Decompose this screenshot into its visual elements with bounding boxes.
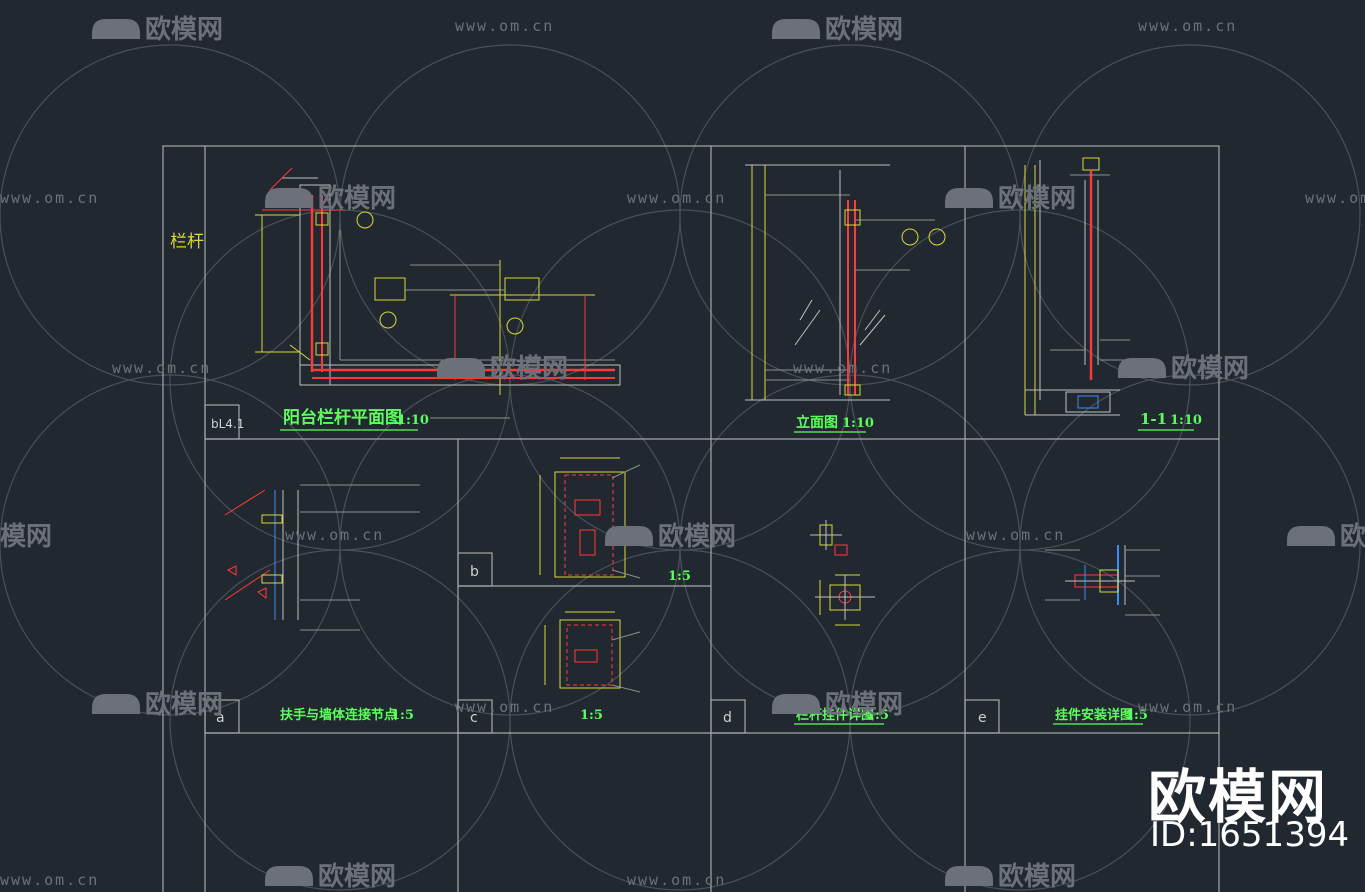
watermark-layer: 欧模网 www.om.cn 欧模网 www.om.cn www.om.cn 欧模… xyxy=(0,14,1365,892)
sofa-logo-icon xyxy=(265,188,313,208)
watermark-brand-7: 模网 xyxy=(0,522,52,552)
detail-d-drawing xyxy=(810,520,875,626)
watermark-brand-6: 欧模网 xyxy=(1118,353,1249,384)
sofa-logo-icon xyxy=(92,19,140,39)
watermark-url-10: www.om.cn xyxy=(455,698,554,716)
watermark-url-2: www.om.cn xyxy=(1138,17,1237,35)
svg-text:欧模网: 欧模网 xyxy=(318,183,396,214)
svg-text:欧模网: 欧模网 xyxy=(998,183,1076,214)
watermark-url-12: www.om.cn xyxy=(0,871,99,889)
detail-b-drawing xyxy=(539,457,641,579)
watermark-url-1: www.om.cn xyxy=(455,17,554,35)
watermark-url-11: www.om.cn xyxy=(1138,698,1237,716)
sheet-frame xyxy=(162,145,1220,892)
watermark-brand-10: 欧模网 xyxy=(92,689,223,720)
detail-d-tag: d xyxy=(723,710,732,726)
watermark-url-4: www.om.cn xyxy=(627,189,726,207)
sofa-logo-icon xyxy=(437,358,485,378)
watermark-brand-12: 欧模网 xyxy=(265,861,396,892)
sofa-logo-icon xyxy=(265,866,313,886)
detail-b-tag: b xyxy=(470,564,479,580)
elevation-scale: 1:10 xyxy=(842,416,874,431)
svg-text:欧模网: 欧模网 xyxy=(825,14,903,45)
detail-c-drawing xyxy=(544,611,641,693)
detail-e-scale: 1:5 xyxy=(1125,708,1148,723)
sofa-logo-icon xyxy=(92,694,140,714)
watermark-brand-3: 欧模网 xyxy=(265,183,396,214)
watermark-brand-13: 欧模网 xyxy=(945,861,1076,892)
svg-text:欧模网: 欧模网 xyxy=(1171,353,1249,384)
detail-a-drawing xyxy=(224,484,420,631)
sofa-logo-icon xyxy=(1118,358,1166,378)
section-scale: 1:10 xyxy=(1170,413,1202,428)
section-drawing xyxy=(1024,157,1150,416)
detail-e-drawing xyxy=(1045,545,1160,616)
sofa-logo-icon xyxy=(1287,526,1335,546)
watermark-url-9: www.om.cn xyxy=(966,526,1065,544)
watermark-url-8: www.om.cn xyxy=(285,526,384,544)
plan-title: 阳台栏杆平面图 xyxy=(283,407,402,428)
brand-logo-text: 欧模网 xyxy=(1148,763,1329,831)
sofa-logo-icon xyxy=(772,694,820,714)
detail-d-scale: 1:5 xyxy=(866,708,889,723)
category-label: 栏杆 xyxy=(170,232,204,252)
model-id-text: ID:1651394 xyxy=(1150,815,1350,855)
detail-a-tag: a xyxy=(216,710,225,726)
svg-text:欧模网: 欧模网 xyxy=(318,861,396,892)
detail-c-scale: 1:5 xyxy=(580,708,603,723)
detail-c-tag: c xyxy=(470,710,478,726)
svg-text:欧模网: 欧模网 xyxy=(998,861,1076,892)
detail-e-tag: e xyxy=(978,710,987,726)
elevation-title: 立面图 xyxy=(796,414,838,431)
elevation-drawing xyxy=(745,164,946,401)
detail-b-scale: 1:5 xyxy=(668,569,691,584)
section-title: 1-1 xyxy=(1140,410,1167,428)
sheet-code: bL4.1 xyxy=(211,417,244,431)
watermark-brand-9: 欧 xyxy=(1287,521,1365,552)
watermark-url-6: www.om.cn xyxy=(112,359,211,377)
svg-text:欧模网: 欧模网 xyxy=(490,353,568,384)
sofa-logo-icon xyxy=(605,526,653,546)
detail-a-scale: 1:5 xyxy=(391,708,414,723)
watermark-brand-11: 欧模网 xyxy=(772,689,903,720)
detail-e-title: 挂件安装详图 xyxy=(1055,707,1133,723)
watermark-brand-8: 欧模网 xyxy=(605,521,736,552)
plan-scale: 1:10 xyxy=(397,413,429,428)
svg-text:欧模网: 欧模网 xyxy=(145,14,223,45)
detail-a-title: 扶手与墙体连接节点 xyxy=(280,707,397,723)
watermark-brand-2: 欧模网 xyxy=(772,14,903,45)
svg-text:模网: 模网 xyxy=(0,522,52,552)
watermark-url-7: www.om.cn xyxy=(793,359,892,377)
watermark-url-5: www.om.cn xyxy=(1305,189,1365,207)
sofa-logo-icon xyxy=(945,188,993,208)
watermark-brand-5: 欧模网 xyxy=(437,353,568,384)
watermark-brand-4: 欧模网 xyxy=(945,183,1076,214)
watermark-url-3: www.om.cn xyxy=(0,189,99,207)
svg-text:欧模网: 欧模网 xyxy=(145,689,223,720)
watermark-url-13: www.om.cn xyxy=(627,871,726,889)
sofa-logo-icon xyxy=(772,19,820,39)
svg-text:欧: 欧 xyxy=(1340,521,1365,552)
svg-text:欧模网: 欧模网 xyxy=(825,689,903,720)
svg-text:欧模网: 欧模网 xyxy=(658,521,736,552)
watermark-brand-1: 欧模网 xyxy=(92,14,223,45)
sofa-logo-icon xyxy=(945,866,993,886)
